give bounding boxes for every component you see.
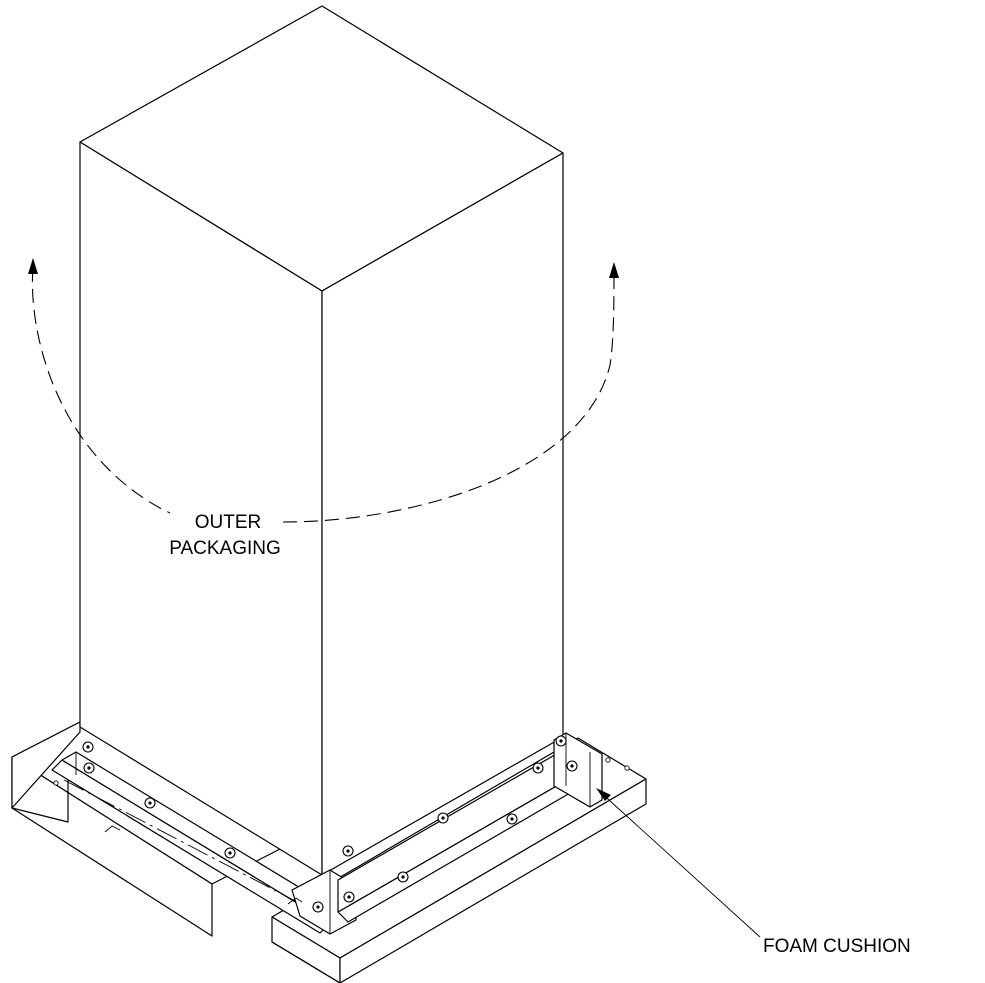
- bolt: [343, 891, 355, 903]
- bolt: [555, 735, 567, 747]
- bolt: [506, 813, 518, 825]
- bolt: [224, 847, 236, 859]
- bolt-group: [82, 735, 578, 913]
- bolt: [82, 741, 94, 753]
- foam-cushion-label: FOAM CUSHION: [763, 936, 911, 957]
- remove-direction-arrow: [28, 258, 619, 523]
- bolt: [144, 797, 156, 809]
- bolt: [83, 762, 95, 774]
- bolt: [342, 845, 354, 857]
- outer-packaging-box: [79, 5, 564, 876]
- bracket-left-rail: [51, 751, 357, 935]
- bracket-right-rail: [337, 732, 603, 923]
- bolt: [397, 871, 409, 883]
- outer-packaging-label-line1: OUTER: [195, 512, 262, 533]
- foam-cushion-leader: [596, 788, 761, 938]
- bolt: [437, 812, 449, 824]
- bolt: [532, 762, 544, 774]
- bolt: [312, 901, 324, 913]
- outer-packaging-label-line2: PACKAGING: [169, 538, 281, 559]
- bolt: [566, 760, 578, 772]
